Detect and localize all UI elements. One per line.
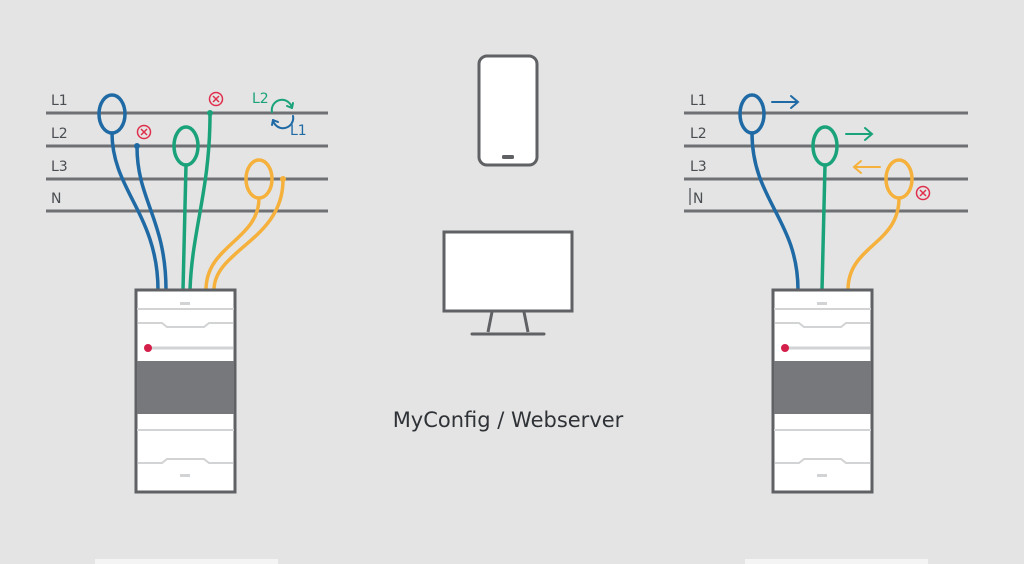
left-label-l3: L3 [51,159,68,175]
left-cable-l1-b [135,145,168,292]
left-ct-l1 [97,93,168,292]
phase-swap-indicator: L2 L1 [252,91,307,139]
right-label-l1: L1 [690,93,707,109]
right-cable-l2 [820,163,827,292]
smartphone-icon [477,54,539,167]
status-led [144,344,152,352]
left-label-n: N [51,191,61,207]
right-label-l3: L3 [690,159,707,175]
device-display-band [137,361,234,414]
left-cable-l1-a [110,131,160,292]
arrow-icon [852,160,881,174]
swap-label-from: L2 [252,91,269,107]
right-label-n: N [693,191,703,207]
right-cable-l1 [750,131,800,292]
right-ct-l2 [811,125,839,292]
left-cable-l3-a [204,196,261,292]
right-label-l2: L2 [690,126,707,142]
right-ct-l3 [846,158,914,292]
right-ct-l1 [738,93,800,292]
arrow-icon [845,127,874,141]
left-cable-l2-a [181,163,188,292]
monitor-icon [442,230,574,336]
bottom-panel-left [95,559,278,564]
status-led [781,344,789,352]
left-tap-l3 [280,176,286,182]
left-tap-l2 [207,110,213,116]
left-diagram: L1 L2 L3 N [46,91,328,494]
right-line-labels: L1 L2 L3 N [689,93,707,207]
error-circle-x-icon [208,91,224,107]
left-label-l1: L1 [51,93,68,109]
bottom-panel-right [745,559,928,564]
right-diagram: L1 L2 L3 N [684,93,968,494]
left-tap-l1 [134,143,140,149]
error-circle-x-icon [136,124,152,140]
arrow-icon [771,95,800,109]
right-meter-device [771,288,874,494]
right-cable-l3 [846,196,901,292]
left-meter-device [134,288,237,494]
left-label-l2: L2 [51,126,68,142]
left-ct-l2 [172,110,213,292]
left-cable-l2-b [188,112,212,292]
left-cable-l3-b [212,178,285,292]
config-caption: MyConfig / Webserver [393,408,624,432]
left-line-labels: L1 L2 L3 N [51,93,68,207]
error-circle-x-icon [915,185,931,201]
rotate-arrows-icon [270,98,295,130]
device-display-band [774,361,871,414]
swap-label-to: L1 [290,123,307,139]
left-ct-l3 [204,158,286,292]
